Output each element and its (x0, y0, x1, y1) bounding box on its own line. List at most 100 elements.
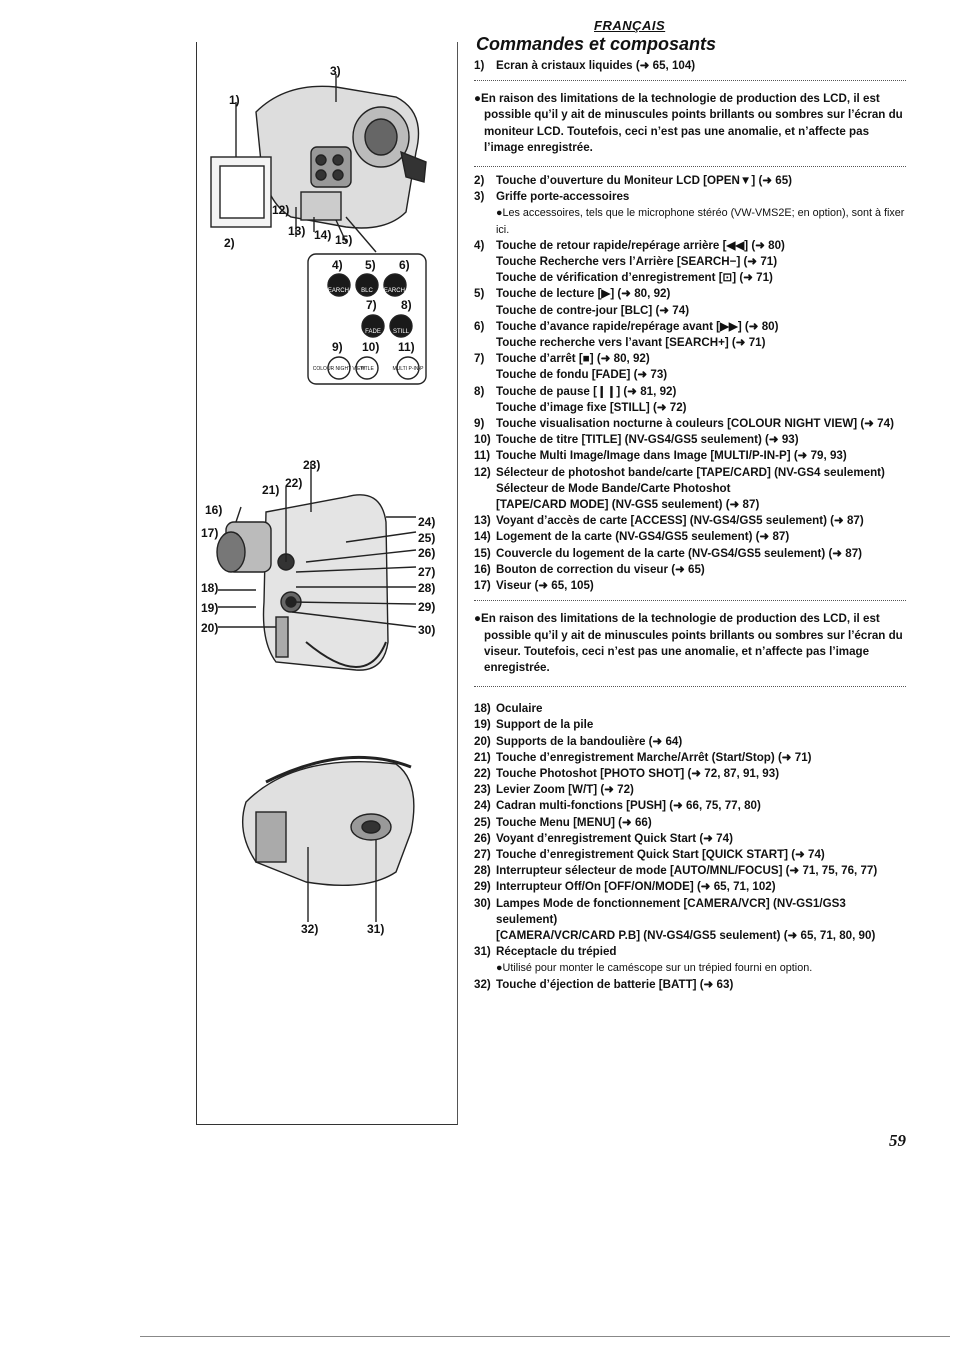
list-item: 19)Support de la pile (474, 717, 906, 733)
language-header: FRANÇAIS (594, 18, 666, 33)
callout-4: 4) (332, 258, 343, 272)
list-item: 17) Viseur (➜ 65, 105) (474, 578, 906, 594)
colour-night-view-button-label: COLOUR NIGHT VIEW (313, 366, 366, 372)
item-number: 24) (474, 799, 491, 813)
title-button-label: TITLE (360, 366, 374, 372)
item-text: Touche d’arrêt [■] (➜ 80, 92) Touche de … (496, 352, 668, 382)
list-item: 3) Griffe porte-accessoires (474, 189, 906, 205)
blc-button-label: BLC (361, 288, 373, 294)
callout-29: 29) (418, 600, 436, 614)
list-item: 15)Couvercle du logement de la carte (NV… (474, 546, 906, 562)
camcorder-top-view (210, 74, 427, 253)
item-number: 27) (474, 847, 491, 861)
list-item: 13)Voyant d’accès de carte [ACCESS] (NV-… (474, 513, 906, 529)
item-number: 16) (474, 562, 491, 576)
callout-12: 12) (272, 203, 290, 217)
list-item: 22)Touche Photoshot [PHOTO SHOT] (➜ 72, … (474, 766, 906, 782)
item-text: Touche Menu [MENU] (➜ 66) (496, 815, 652, 829)
bottom-rule (140, 1336, 950, 1337)
callout-25: 25) (418, 531, 436, 545)
item-text: Logement de la carte (NV-GS4/GS5 seuleme… (496, 530, 790, 544)
callout-31: 31) (367, 922, 385, 936)
item-number: 18) (474, 702, 491, 716)
callout-13: 13) (288, 224, 306, 238)
list-item: 1)Ecran à cristaux liquides (➜ 65, 104) (474, 58, 906, 74)
search-plus-button-label: SEARCH + (380, 288, 411, 294)
callout-19: 19) (201, 601, 219, 615)
callout-28: 28) (418, 581, 436, 595)
item-number: 7) (474, 352, 485, 366)
list-item: 20)Supports de la bandoulière (➜ 64) (474, 734, 906, 750)
item-text: Griffe porte-accessoires (496, 190, 630, 204)
callout-11: 11) (398, 340, 415, 354)
callout-1: 1) (229, 93, 240, 107)
item-number: 10) (474, 433, 491, 447)
item-number: 14) (474, 530, 491, 544)
item-number: 20) (474, 734, 491, 748)
list-item: 16) Bouton de correction du viseur (➜ 65) (474, 562, 906, 578)
item-text: Bouton de correction du viseur (➜ 65) (496, 562, 705, 576)
dotted-divider (474, 686, 906, 688)
item-text: Touche d’enregistrement Marche/Arrêt (St… (496, 750, 812, 764)
item-text: Touche d’enregistrement Quick Start [QUI… (496, 847, 825, 861)
item-text: Interrupteur Off/On [OFF/ON/MODE] (➜ 65,… (496, 880, 776, 894)
camcorder-side-view (216, 462, 417, 671)
item-number: 29) (474, 880, 491, 894)
callout-30: 30) (418, 623, 436, 637)
callout-16: 16) (205, 503, 223, 517)
list-item: 30)Lampes Mode de fonctionnement [CAMERA… (474, 896, 906, 945)
item-text: Support de la pile (496, 718, 594, 732)
item-number: 2) (474, 174, 485, 188)
list-item: 14) Logement de la carte (NV-GS4/GS5 seul… (474, 529, 906, 545)
item-text: Voyant d’enregistrement Quick Start (➜ 7… (496, 831, 733, 845)
list-item: 7) Touche d’arrêt [■] (➜ 80, 92) Touche d… (474, 351, 906, 383)
figure-frame (196, 42, 458, 1125)
item-number: 6) (474, 319, 485, 333)
item-text: Réceptacle du trépied (496, 945, 617, 959)
item-number: 22) (474, 766, 491, 780)
callout-15: 15) (335, 233, 353, 247)
list-item: 9)Touche visualisation nocturne à couleu… (474, 416, 906, 432)
item-text: Touche d’avance rapide/repérage avant [▶… (496, 319, 779, 350)
item-number: 3) (474, 190, 485, 204)
list-item: 27) Touche d’enregistrement Quick Start [… (474, 847, 906, 863)
item-text: Sélecteur de photoshot bande/carte [TAPE… (496, 465, 885, 512)
callout-6: 6) (399, 258, 410, 272)
item-subnote: ●Utilisé pour monter le caméscope sur un… (496, 962, 813, 975)
page-title: Commandes et composants (476, 34, 717, 54)
item-text: Touche de titre [TITLE] (NV-GS4/GS5 seul… (496, 433, 799, 447)
item-text: Viseur (➜ 65, 105) (496, 579, 594, 593)
item-text: Voyant d’accès de carte [ACCESS] (NV-GS4… (496, 514, 864, 528)
item-text: Touche visualisation nocturne à couleurs… (496, 417, 894, 431)
viewfinder-note: ●En raison des limitations de la technol… (474, 612, 903, 674)
callout-26: 26) (418, 546, 436, 560)
components-list: 1)Ecran à cristaux liquides (➜ 65, 104) … (474, 58, 906, 993)
dotted-divider (474, 600, 906, 602)
item-text: Oculaire (496, 702, 543, 716)
camcorder-bottom-view (241, 755, 415, 922)
item-text: Touche de pause [❙❙] (➜ 81, 92) Touche d… (496, 384, 687, 414)
callout-8: 8) (401, 298, 412, 312)
callout-9: 9) (332, 340, 343, 354)
callout-24: 24) (418, 515, 436, 529)
callout-7: 7) (366, 298, 377, 312)
button-panel (307, 253, 427, 385)
item-number: 26) (474, 831, 491, 845)
item-number: 12) (474, 465, 491, 479)
list-item: 12) Sélecteur de photoshot bande/carte [T… (474, 465, 906, 514)
list-item: 24)Cadran multi-fonctions [PUSH] (➜ 66, … (474, 798, 906, 814)
item-number: 32) (474, 977, 491, 991)
search-minus-button-label: SEARCH − (324, 288, 355, 294)
item-number: 31) (474, 945, 491, 959)
callout-27: 27) (418, 565, 436, 579)
list-item: 2) Touche d’ouverture du Moniteur LCD [OP… (474, 173, 906, 189)
item-text: Touche de retour rapide/repérage arrière… (496, 238, 785, 285)
item-number: 23) (474, 783, 491, 797)
item-text: Touche d’ouverture du Moniteur LCD [OPEN… (496, 174, 793, 188)
item-text: Levier Zoom [W/T] (➜ 72) (496, 783, 634, 797)
page-number: 59 (889, 1131, 906, 1150)
list-item: 8)Touche de pause [❙❙] (➜ 81, 92) Touche… (474, 384, 906, 416)
item-number: 17) (474, 579, 491, 593)
list-item: 23) Levier Zoom [W/T] (➜ 72) (474, 782, 906, 798)
list-item: 6) Touche d’avance rapide/repérage avant … (474, 319, 906, 351)
